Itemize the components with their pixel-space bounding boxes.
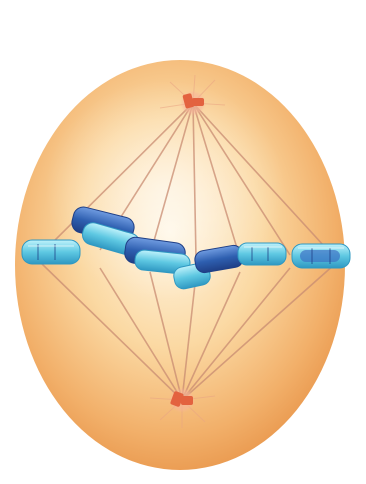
chromosome xyxy=(22,240,80,264)
centrosome-top xyxy=(182,92,204,114)
chromosome xyxy=(300,250,340,262)
chromosome xyxy=(238,243,286,265)
